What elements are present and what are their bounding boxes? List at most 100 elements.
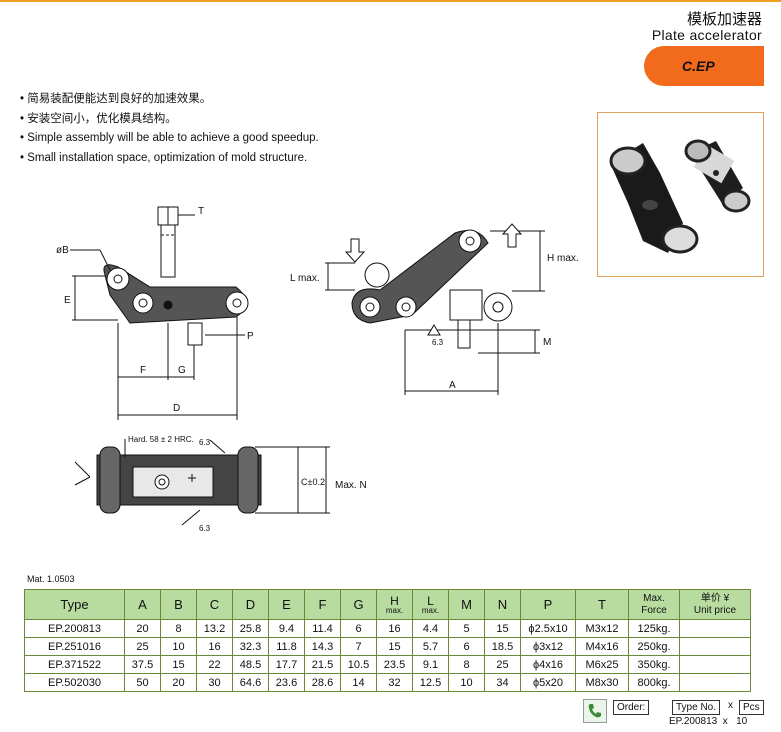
- table-cell: 14.3: [304, 637, 341, 656]
- col-header-m: M: [448, 589, 485, 620]
- hardness-label: Hard. 58 ± 2 HRC.: [128, 435, 194, 444]
- feature-item: Small installation space, optimization o…: [20, 149, 319, 169]
- dim-a-label: A: [449, 380, 456, 391]
- table-cell: EP.371522: [24, 655, 125, 674]
- top-view: [74, 439, 330, 526]
- table-cell: [679, 637, 751, 656]
- table-cell: EP.251016: [24, 637, 125, 656]
- table-cell: 125kg.: [628, 619, 680, 638]
- col-header-b: B: [160, 589, 197, 620]
- side-view-right: [325, 223, 545, 395]
- product-photo: [597, 112, 764, 277]
- table-cell: 18.5: [484, 637, 521, 656]
- table-cell: 7: [340, 637, 377, 656]
- table-cell: 10: [448, 673, 485, 692]
- table-cell: 15: [376, 637, 413, 656]
- type-no-box: Type No.: [672, 700, 721, 715]
- table-cell: 11.8: [268, 637, 305, 656]
- col-header-t: T: [575, 589, 629, 620]
- table-cell: 20: [124, 619, 161, 638]
- table-cell: 22: [196, 655, 233, 674]
- table-cell: M6x25: [575, 655, 629, 674]
- dim-p-label: P: [247, 331, 254, 342]
- dimension-labels-top: Hard. 58 ± 2 HRC. 6.3 6.3 C±0.2 Max. N: [128, 435, 367, 533]
- table-cell: M4x16: [575, 637, 629, 656]
- page-title-cn: 模板加速器: [686, 10, 762, 28]
- table-cell: 8: [160, 619, 197, 638]
- table-cell: 23.6: [268, 673, 305, 692]
- table-cell: 23.5: [376, 655, 413, 674]
- table-cell: 15: [484, 619, 521, 638]
- table-cell: 13.2: [196, 619, 233, 638]
- table-cell: 34: [484, 673, 521, 692]
- table-cell: 4.4: [412, 619, 449, 638]
- dim-f-label: F: [140, 365, 146, 376]
- table-cell: 350kg.: [628, 655, 680, 674]
- table-cell: 48.5: [232, 655, 269, 674]
- roughness-label: 6.3: [199, 524, 211, 533]
- col-header-p: P: [520, 589, 576, 620]
- dimension-labels-left: T øB E P F G D: [56, 206, 254, 414]
- table-cell: 12.5: [412, 673, 449, 692]
- feature-list: 简易装配便能达到良好的加速效果。 安装空间小，优化模具结构。 Simple as…: [20, 90, 319, 168]
- dim-b-label: øB: [56, 245, 69, 256]
- table-cell: M8x30: [575, 673, 629, 692]
- order-times: x: [728, 700, 733, 711]
- table-cell: 11.4: [304, 619, 341, 638]
- side-view-left: [70, 206, 249, 420]
- table-cell: 17.7: [268, 655, 305, 674]
- left-part: [609, 143, 699, 254]
- table-cell: 8: [448, 655, 485, 674]
- col-header-f: F: [304, 589, 341, 620]
- phone-icon-glyph: [588, 704, 601, 718]
- table-cell: 6: [340, 619, 377, 638]
- table-cell: 50: [124, 673, 161, 692]
- table-cell: 9.4: [268, 619, 305, 638]
- table-cell: EP.200813: [24, 619, 125, 638]
- table-cell: 10: [160, 637, 197, 656]
- dim-e-label: E: [64, 295, 71, 306]
- table-cell: 25: [124, 637, 161, 656]
- feature-item: Simple assembly will be able to achieve …: [20, 129, 319, 149]
- phone-icon: [583, 699, 607, 723]
- order-example: EP.200813 x 10: [669, 716, 748, 727]
- product-photo-illustration: [609, 139, 751, 254]
- table-cell: 20: [160, 673, 197, 692]
- col-header-c: C: [196, 589, 233, 620]
- table-cell: 32.3: [232, 637, 269, 656]
- dim-hmax-label: H max.: [547, 253, 579, 264]
- col-header-a: A: [124, 589, 161, 620]
- feature-item: 安装空间小，优化模具结构。: [20, 110, 319, 130]
- table-cell: 10.5: [340, 655, 377, 674]
- table-cell: ϕ3x12: [520, 637, 576, 656]
- table-cell: 250kg.: [628, 637, 680, 656]
- dim-c-label: C±0.2: [301, 477, 325, 487]
- order-label: Order:: [613, 700, 650, 715]
- table-cell: [679, 619, 751, 638]
- table-cell: EP.502030: [24, 673, 125, 692]
- top-rule: [0, 0, 781, 2]
- table-cell: 15: [160, 655, 197, 674]
- table-cell: ϕ5x20: [520, 673, 576, 692]
- col-header-type: Type: [24, 589, 125, 620]
- col-header-force: Max.Force: [628, 589, 680, 620]
- table-cell: 30: [196, 673, 233, 692]
- table-cell: 25.8: [232, 619, 269, 638]
- col-header-e: E: [268, 589, 305, 620]
- table-cell: 21.5: [304, 655, 341, 674]
- table-cell: 6: [448, 637, 485, 656]
- table-cell: 25: [484, 655, 521, 674]
- col-header-n: N: [484, 589, 521, 620]
- table-cell: 64.6: [232, 673, 269, 692]
- table-cell: 5.7: [412, 637, 449, 656]
- col-header-price: 单价 ¥Unit price: [679, 589, 751, 620]
- table-cell: [679, 655, 751, 674]
- table-cell: [679, 673, 751, 692]
- table-cell: 16: [196, 637, 233, 656]
